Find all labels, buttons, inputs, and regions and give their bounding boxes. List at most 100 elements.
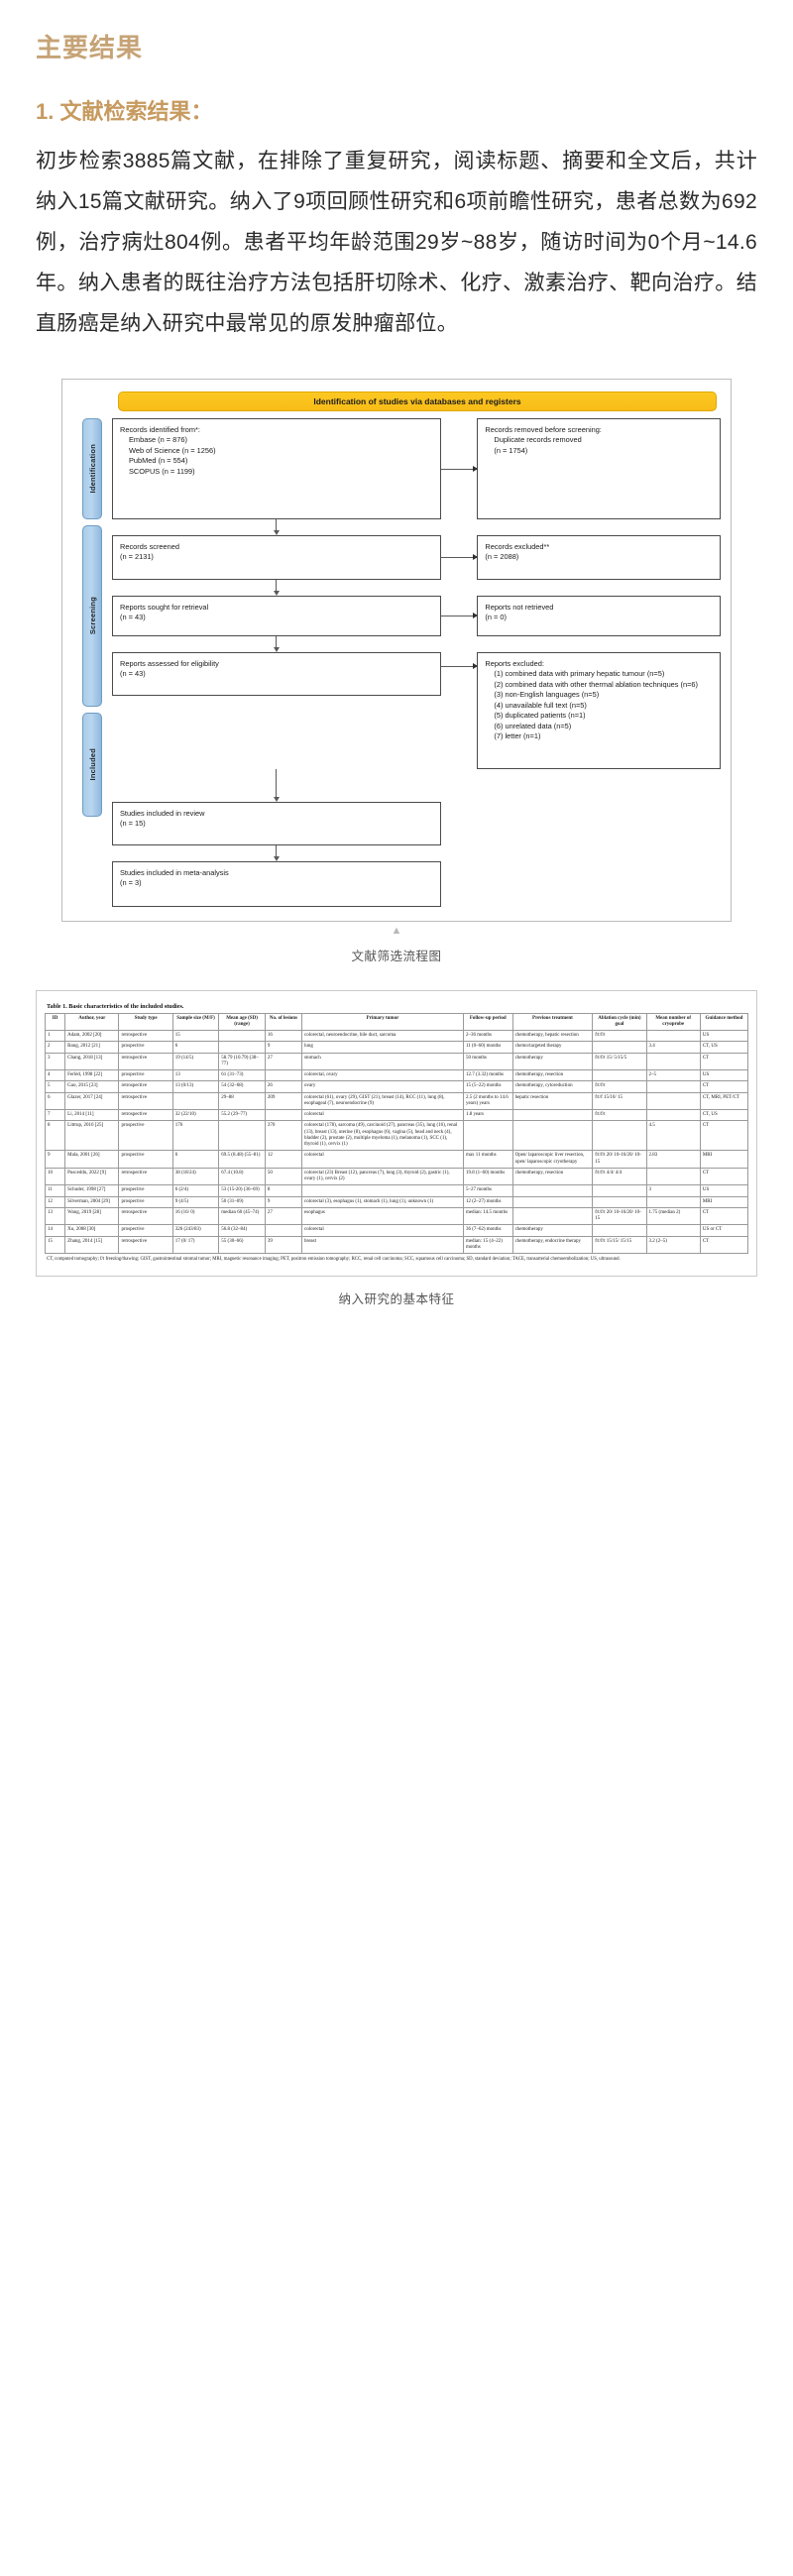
box-studies-included-meta: Studies included in meta-analysis (n = 3… [112, 860, 441, 907]
col-sample-size: Sample size (M/F) [171, 1012, 220, 1032]
table-cell: colorectal (61), ovary (29), GIST (21), … [301, 1091, 464, 1111]
table-cell: 13 (0/13) [171, 1080, 220, 1093]
table-cell: 56.8 (32–84) [218, 1224, 266, 1237]
table-cell: retrospective [118, 1206, 173, 1226]
figure1-caret-icon: ▲ [391, 924, 402, 937]
table-cell: 8 [44, 1120, 66, 1152]
table-cell: 9 (4/5) [171, 1195, 220, 1208]
table-cell: 1 [44, 1030, 66, 1043]
col-guidance: Guidance method [699, 1012, 749, 1032]
table-cell: 27 [264, 1052, 303, 1071]
table-cell: retrospective [118, 1052, 173, 1071]
table-cell [645, 1030, 701, 1043]
table-cell: 13 [171, 1069, 220, 1082]
table-cell: retrospective [118, 1235, 173, 1255]
table-cell: 15 [44, 1235, 66, 1255]
table-cell: prospective [118, 1184, 173, 1197]
table-cell: 10 [44, 1167, 66, 1186]
table-cell: 6 [171, 1041, 220, 1054]
table-cell: chemotherapy, cytoreduction [511, 1080, 594, 1093]
table-cell: colorectal (178), sarcoma (49), carcinoi… [301, 1120, 464, 1152]
table-cell: lung [301, 1041, 464, 1054]
table-cell: 370 [264, 1120, 303, 1152]
table-cell [218, 1120, 266, 1152]
table-cell: 2.83 [645, 1150, 701, 1169]
table-cell: 11 (0–60) months [462, 1041, 513, 1054]
table-cell: chemotherapy, resection [511, 1069, 594, 1082]
table-cell: colorectal, neuroendocrine, bile duct, s… [301, 1030, 464, 1043]
table-cell: CT [699, 1080, 749, 1093]
table-cell: 17 (0/ 17) [171, 1235, 220, 1255]
table-cell: 32 (22/10) [171, 1109, 220, 1122]
table-cell: 1.8 years [462, 1109, 513, 1122]
table-cell: retrospective [118, 1091, 173, 1111]
table-cell: median 60 (45–74) [218, 1206, 266, 1226]
prisma-diagram: Identification of studies via databases … [72, 391, 721, 907]
table-cell: prospective [118, 1120, 173, 1152]
col-mean-age: Mean age (SD) (range) [218, 1012, 266, 1032]
table-cell: Adam, 2002 [20] [64, 1030, 120, 1043]
table-cell: 67.4 (10.8) [218, 1167, 266, 1186]
table-cell: f/t/f/t [592, 1109, 647, 1122]
table-cell: 3 [44, 1052, 66, 1071]
table-cell: Zhang, 2014 [15] [64, 1235, 120, 1255]
table-cell: prospective [118, 1224, 173, 1237]
table-cell: retrospective [118, 1080, 173, 1093]
table-cell: 69.5 (8.48) (55–81) [218, 1150, 266, 1169]
table-cell [511, 1184, 594, 1197]
table-cell: prospective [118, 1069, 173, 1082]
table-cell: 39 [264, 1235, 303, 1255]
band-included: Included [82, 712, 102, 817]
table-cell [645, 1091, 701, 1111]
table-cell: 2 [44, 1041, 66, 1054]
figure1-caption: 文献筛选流程图 [351, 949, 442, 963]
table-cell: 6 [44, 1091, 66, 1111]
table-cell: colorectal, ovary [301, 1069, 464, 1082]
table-cell [264, 1069, 303, 1082]
box-reports-assessed: Reports assessed for eligibility (n = 43… [112, 651, 441, 696]
table-cell: 29–88 [218, 1091, 266, 1111]
table-cell: Schuder, 1998 [27] [64, 1184, 120, 1197]
box-reports-not-retrieved: Reports not retrieved (n = 0) [477, 595, 721, 636]
table-cell: 3.4 [645, 1041, 701, 1054]
table-cell: Ferléd, 1998 [22] [64, 1069, 120, 1082]
prisma-box-grid: Records identified from*: Embase (n = 87… [112, 417, 721, 907]
connector-assessed-to-reportsexcluded [440, 652, 479, 696]
table-cell [645, 1052, 701, 1071]
table-cell: chemotherapy, resection [511, 1167, 594, 1186]
table-cell: retrospective [118, 1109, 173, 1122]
table-cell: colorectal [301, 1224, 464, 1237]
table-cell [301, 1184, 464, 1197]
table-cell: colorectal (23) Breast (12), pancreas (7… [301, 1167, 464, 1186]
table-cell: US or CT [699, 1224, 749, 1237]
table-cell [511, 1206, 594, 1226]
table-cell: 50 (31–69) [218, 1195, 266, 1208]
table-cell: 36 (7–62) months [462, 1224, 513, 1237]
table-cell: 11 [44, 1184, 66, 1197]
table-cell: median: 15 (4–22) months [462, 1235, 513, 1255]
table-cell: Wang, 2019 [28] [64, 1206, 120, 1226]
table-cell: f/t/f/t [592, 1030, 647, 1043]
table-cell: 12 (2–27) months [462, 1195, 513, 1208]
table-frame: Table 1. Basic characteristics of the in… [36, 989, 757, 1277]
box-reports-sought: Reports sought for retrieval (n = 43) [112, 595, 441, 636]
table-cell: 9 [264, 1041, 303, 1054]
table-cell: retrospective [118, 1030, 173, 1043]
table-cell [645, 1080, 701, 1093]
table-cell: colorectal [301, 1109, 464, 1122]
table-cell: Pusceddu, 2022 [9] [64, 1167, 120, 1186]
table-cell [592, 1041, 647, 1054]
table-cell: Mala, 2001 [26] [64, 1150, 120, 1169]
box-records-excluded: Records excluded** (n = 2088) [477, 534, 721, 580]
table-cell: 3.2 (2–5) [645, 1235, 701, 1255]
table-cell: CT [699, 1052, 749, 1071]
table-cell: chemotherapy [511, 1224, 594, 1237]
table-cell: 55 (30–66) [218, 1235, 266, 1255]
table-cell: f/t/f/t 15/15/ 15/15 [592, 1235, 647, 1255]
